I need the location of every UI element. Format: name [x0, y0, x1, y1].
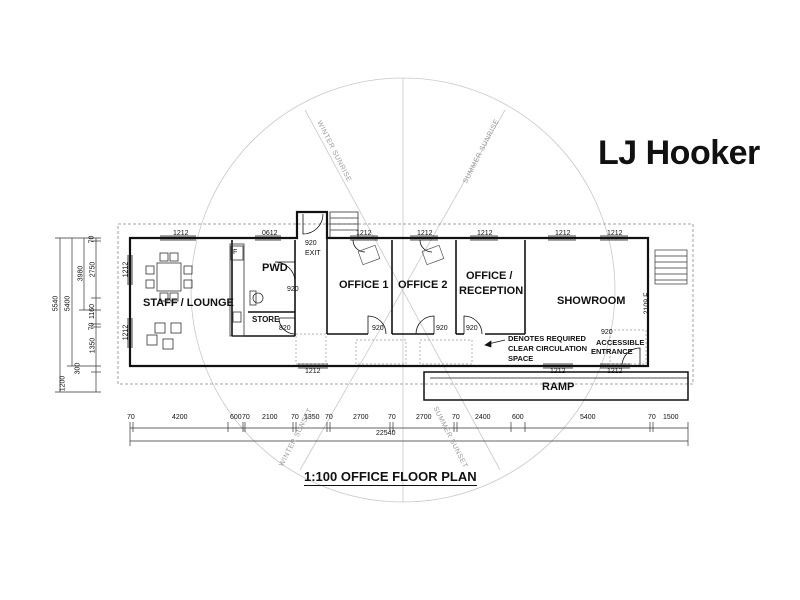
bottom-dim: 5400 [580, 414, 596, 421]
window-dim-left: 1212 [122, 324, 130, 341]
door-dim-office2: 920 [436, 325, 448, 332]
window-dim-top: 1212 [555, 230, 571, 237]
circulation-note-line2: CLEAR CIRCULATION [508, 344, 588, 353]
entrance-door-width: 920 [601, 329, 613, 336]
circulation-note-line1: DENOTES REQUIRED [508, 334, 586, 343]
bottom-dimension-lines [129, 422, 689, 446]
bottom-dim: 70 [648, 414, 656, 421]
summer-sunrise-line [299, 109, 506, 471]
room-pwd: PWD [262, 262, 288, 274]
exit-label: EXIT [305, 250, 321, 257]
ramp-outline [423, 371, 689, 401]
bottom-dim: 70 [127, 414, 135, 421]
left-dim-inner: 2750 [89, 261, 97, 278]
bottom-dim: 70 [388, 414, 396, 421]
window-dim-top: 1212 [356, 230, 372, 237]
side-stair [654, 249, 688, 285]
bottom-dim: 70 [242, 414, 250, 421]
room-office-2: OFFICE 2 [398, 279, 448, 291]
kitchen-bench [229, 243, 245, 337]
lounge-furniture [145, 252, 193, 350]
left-dim-inner: 1350 [89, 337, 97, 354]
circulation-note-line3: SPACE [508, 354, 534, 363]
left-dim-inner: 300 [74, 362, 82, 375]
window-dim-top: 1212 [417, 230, 433, 237]
interior-walls [231, 238, 649, 366]
bottom-dim: 1500 [663, 414, 679, 421]
window-dim-left: 1212 [122, 261, 130, 278]
window-dim-top: 0612 [262, 230, 278, 237]
room-store: STORE [252, 315, 280, 324]
room-office-reception-line1: OFFICE / [466, 270, 513, 282]
left-dim-inner: 70 [88, 235, 96, 244]
left-dimension-lines [55, 237, 101, 393]
toilet-fixtures [249, 290, 264, 306]
bottom-dim: 2700 [416, 414, 432, 421]
stair [329, 211, 359, 239]
office-desks [357, 244, 445, 266]
window-dim-top: 1212 [173, 230, 189, 237]
drawing-title: 1:100 OFFICE FLOOR PLAN [304, 469, 477, 486]
circulation-arrow [484, 339, 506, 348]
circulation-spaces [295, 329, 647, 365]
left-dim-inner: 70 [88, 322, 96, 331]
bottom-dim: 70 [291, 414, 299, 421]
bottom-dim: 2100 [262, 414, 278, 421]
bottom-dim: 70 [452, 414, 460, 421]
window-dim-top: 1212 [477, 230, 493, 237]
room-ramp: RAMP [542, 381, 575, 393]
window-dim-bottom: 1212 [607, 368, 623, 375]
left-dim-inner: 1160 [89, 303, 97, 320]
door-dim-pwd: 920 [287, 286, 299, 293]
overall-length-dim: 22540 [376, 430, 396, 437]
entrance-note-line2: ENTRANCE [591, 347, 633, 356]
bottom-dim: 600 [230, 414, 242, 421]
door-dim-reception: 920 [466, 325, 478, 332]
bottom-dim: 2400 [475, 414, 491, 421]
window-dim-bottom: 1212 [305, 368, 321, 375]
room-office-reception-line2: RECEPTION [459, 285, 524, 297]
windows [127, 235, 630, 369]
door-swings [274, 213, 641, 367]
room-staff-lounge: STAFF / LOUNGE [143, 297, 234, 309]
entrance-note-line1: ACCESSIBLE [596, 338, 645, 347]
sun-path-diagram [190, 77, 616, 503]
bottom-dim: 1350 [304, 414, 320, 421]
fridge-label: F [233, 249, 238, 256]
exit-door-width: 920 [305, 240, 317, 247]
door-dim-store: 820 [279, 325, 291, 332]
bottom-dim: 70 [325, 414, 333, 421]
left-dim-outer: 5400 [64, 295, 72, 312]
bottom-dim: 600 [512, 414, 524, 421]
left-dim-mid: 3980 [77, 265, 85, 282]
room-office-1: OFFICE 1 [339, 279, 389, 291]
left-dim-inner: 1200 [59, 375, 67, 392]
bottom-dim: 2700 [353, 414, 369, 421]
door-dim-office1: 920 [372, 325, 384, 332]
side-window-label: 2109 F [643, 292, 651, 315]
brand-logo: LJ Hooker [598, 134, 760, 172]
bottom-dim: 4200 [172, 414, 188, 421]
left-dim-outer: 5540 [52, 295, 60, 312]
room-showroom: SHOWROOM [557, 295, 626, 307]
window-dim-top: 1212 [607, 230, 623, 237]
site-boundary [117, 223, 694, 385]
window-dim-bottom: 1212 [550, 368, 566, 375]
